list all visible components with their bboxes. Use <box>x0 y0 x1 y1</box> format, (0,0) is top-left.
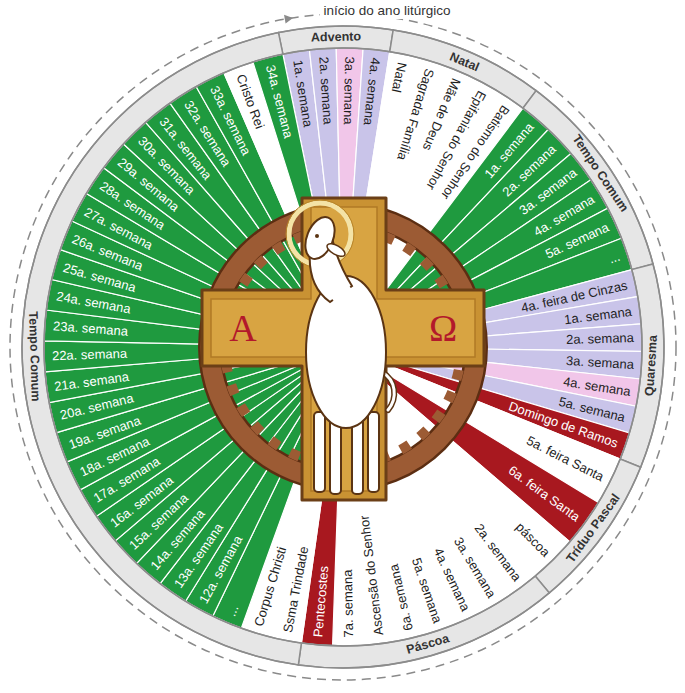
band-inner-edge <box>44 48 642 646</box>
season-wedge: 2a. semana <box>565 330 635 347</box>
wedge-label: 3a. semana <box>340 55 357 125</box>
season-band: Tempo Comum <box>25 311 43 401</box>
season-wedges <box>22 26 664 668</box>
season-wedge: 7a. semana <box>339 569 355 639</box>
season-wedge: 3a. semana <box>340 55 357 125</box>
lamb-ear <box>325 241 347 259</box>
season-band-fill <box>390 30 536 108</box>
season-band: Advento <box>311 30 361 46</box>
cycle-arrowhead <box>284 15 293 24</box>
lamb-leg <box>368 412 379 492</box>
season-label: Tempo Comum <box>25 311 43 401</box>
season-band-fill <box>535 459 640 593</box>
alpha-letter: A <box>229 308 256 348</box>
emblem <box>202 198 484 500</box>
omega-letter: Ω <box>429 308 457 348</box>
lamb-leg <box>314 412 325 492</box>
wedge-label: 7a. semana <box>339 569 355 639</box>
wedge-label: 22a. semana <box>51 346 129 363</box>
lamb-head <box>300 213 341 264</box>
halo-edge <box>286 200 354 268</box>
cross <box>202 198 484 500</box>
season-wedge: 22a. semana <box>51 346 129 363</box>
season-label: Advento <box>311 30 361 46</box>
lamb-neck-join <box>333 287 350 300</box>
wedge-label: 2a. semana <box>565 330 635 347</box>
halo <box>289 203 351 265</box>
year-cycle-circle <box>10 14 676 680</box>
season-band-fill <box>523 91 653 270</box>
lamb-eye <box>315 234 319 238</box>
band-outer-edge <box>22 26 664 668</box>
lamb-body <box>306 276 386 428</box>
start-note: início do ano litúrgico <box>320 3 455 19</box>
cross-inner <box>211 207 475 491</box>
